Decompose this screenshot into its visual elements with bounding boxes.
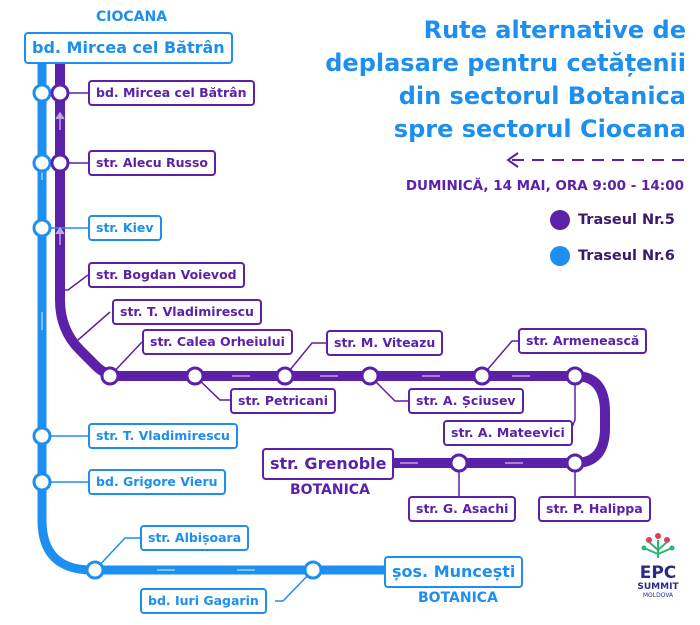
stop-node (50, 153, 70, 173)
stop-node (275, 366, 295, 386)
stop-label: str. Petricani (230, 388, 336, 414)
stop-label: str. Albișoara (140, 525, 250, 551)
stop-label: bd. Mircea cel Bătrân (88, 80, 255, 106)
flower-emblem-icon (641, 533, 675, 558)
title-line: Rute alternative de (423, 16, 686, 44)
stop-node (185, 366, 205, 386)
stop-label: str. T. Vladimirescu (112, 299, 262, 325)
map-title: Rute alternative de deplasare pentru cet… (266, 14, 686, 146)
logo-text: MOLDOVA (642, 592, 674, 599)
stop-node (565, 453, 585, 473)
direction-arrow (506, 152, 690, 168)
legend-dot (550, 246, 570, 266)
stop-node (449, 453, 469, 473)
terminal-label-botanica-6: BOTANICA (418, 590, 498, 606)
stop-label: str. A. Mateevici (443, 420, 573, 446)
stop-node (100, 366, 120, 386)
stop-label: str. A. Șciusev (408, 388, 524, 414)
logo-text: SUMMIT (637, 582, 679, 592)
stop-node (565, 366, 585, 386)
legend-dot (550, 210, 570, 230)
stop-label: str. Calea Orheiului (142, 329, 293, 355)
route-5-stops (50, 83, 585, 473)
stop-label: str. T. Vladimirescu (88, 423, 238, 449)
stop-label: bd. Iuri Gagarin (140, 588, 267, 614)
stop-node (32, 153, 52, 173)
route-5-arrows (55, 111, 530, 464)
stop-label: bd. Grigore Vieru (88, 469, 226, 495)
terminal-stop-muncesti: șos. Muncești (384, 556, 524, 588)
stop-node (303, 560, 323, 580)
terminal-stop-mircea: bd. Mircea cel Bătrân (24, 32, 233, 64)
stop-label: str. Armenească (518, 328, 648, 354)
title-line: din sectorul Botanica (398, 82, 686, 110)
epc-summit-logo: EPC SUMMIT MOLDOVA (628, 530, 688, 600)
terminal-stop-grenoble: str. Grenoble (262, 448, 395, 480)
stop-node (32, 218, 52, 238)
stop-label: str. G. Asachi (408, 496, 517, 522)
stop-node (32, 83, 52, 103)
stop-label: str. Bogdan Voievod (88, 262, 245, 288)
stop-node (32, 426, 52, 446)
date-time: DUMINICĂ, 14 MAI, ORA 9:00 - 14:00 (405, 178, 684, 194)
title-line: deplasare pentru cetățenii (325, 49, 686, 77)
title-line: spre sectorul Ciocana (393, 115, 686, 143)
stop-label: str. M. Viteazu (326, 330, 444, 356)
terminal-label-ciocana: CIOCANA (96, 9, 168, 25)
stop-label: str. P. Halippa (538, 496, 651, 522)
stop-node (32, 472, 52, 492)
route-5-line (55, 57, 610, 468)
legend-route-5: Traseul Nr.5 (550, 210, 675, 230)
stop-label: str. Kiev (88, 215, 162, 241)
legend-label: Traseul Nr.5 (578, 212, 675, 228)
logo-text: EPC (639, 563, 677, 583)
terminal-label-botanica-5: BOTANICA (290, 482, 370, 498)
route-6-stops (32, 83, 323, 580)
stop-node (472, 366, 492, 386)
legend-route-6: Traseul Nr.6 (550, 246, 675, 266)
legend-label: Traseul Nr.6 (578, 248, 675, 264)
stop-node (360, 366, 380, 386)
stop-node (85, 560, 105, 580)
stop-label: str. Alecu Russo (88, 150, 216, 176)
stop-node (50, 83, 70, 103)
